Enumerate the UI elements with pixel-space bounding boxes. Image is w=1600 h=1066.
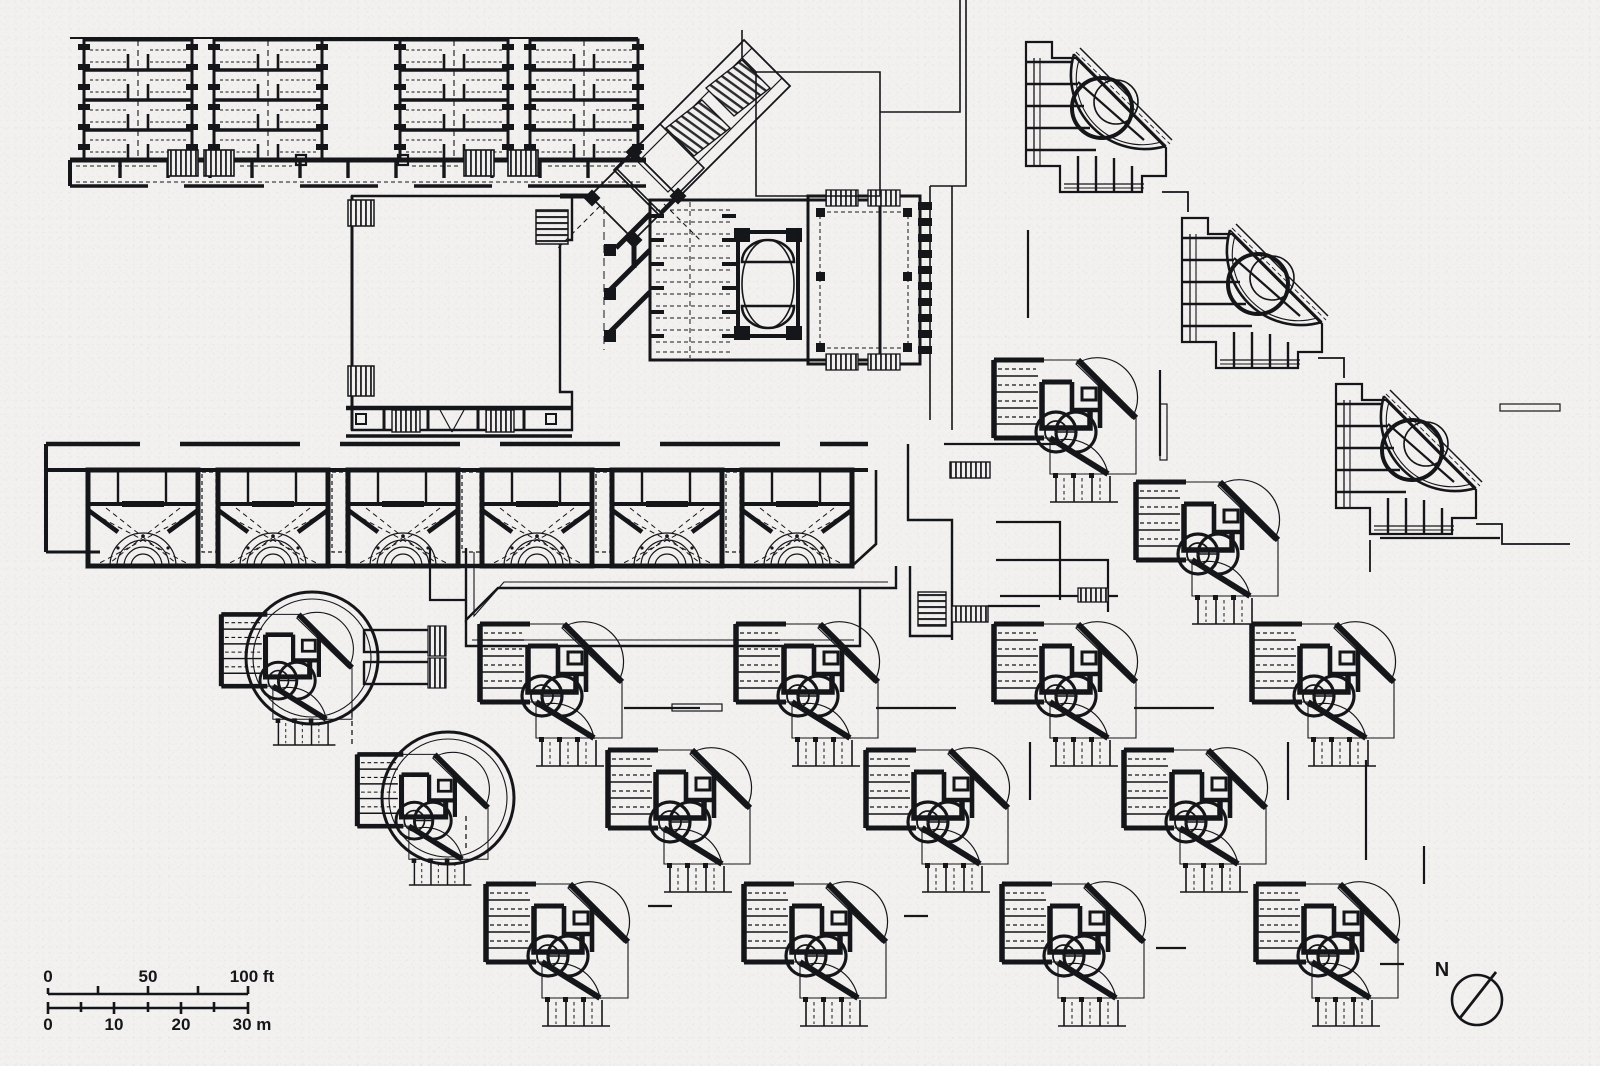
scale-ft-label-100: 100 ft	[230, 967, 275, 986]
scale-m-label-30: 30 m	[233, 1015, 272, 1034]
north-arrow: N	[1435, 959, 1504, 1027]
scale-m-label-10: 10	[105, 1015, 124, 1034]
residential-slab	[68, 37, 646, 189]
assembly-hall	[741, 0, 967, 430]
scale-m-label-20: 20	[172, 1015, 191, 1034]
scale-ft-label-0: 0	[43, 967, 52, 986]
courtyard-block	[346, 194, 574, 438]
scale-bar: 0 50 100 ft	[43, 967, 274, 1034]
spine-corridor	[906, 442, 1118, 640]
paving-fragments	[624, 230, 1561, 966]
diagonal-pavilions	[1024, 40, 1570, 572]
north-arrow-needle	[1458, 971, 1498, 1019]
north-arrow-label: N	[1435, 959, 1449, 981]
slab-corridor	[68, 149, 646, 189]
scale-ft-label-50: 50	[139, 967, 158, 986]
rotunda-clusters	[221, 590, 516, 885]
scale-m-label-0: 0	[43, 1015, 52, 1034]
north-arrow-circle	[1450, 973, 1504, 1027]
ramped-walkway	[428, 548, 898, 648]
courtyard-lower-strip	[346, 405, 572, 438]
auditoria-row	[44, 441, 878, 566]
